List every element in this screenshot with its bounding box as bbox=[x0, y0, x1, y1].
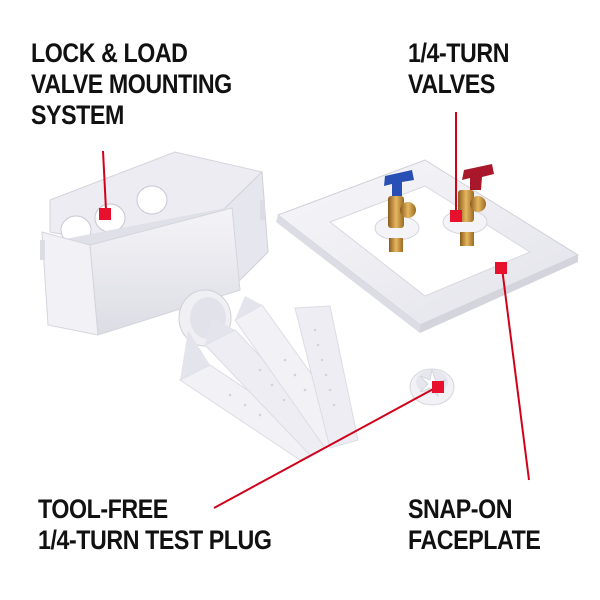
callout-test-plug bbox=[213, 381, 444, 509]
label-line: TOOL-FREE bbox=[38, 494, 168, 524]
callout-label-faceplate: SNAP-ON FACEPLATE bbox=[408, 494, 541, 556]
callout-valves bbox=[450, 112, 462, 222]
label-line: VALVES bbox=[408, 69, 495, 99]
callout-faceplate bbox=[495, 262, 530, 481]
marker-icon bbox=[450, 210, 462, 222]
callout-mounting-system bbox=[99, 150, 111, 220]
callout-label-test-plug: TOOL-FREE 1/4-TURN TEST PLUG bbox=[38, 494, 272, 556]
label-line: VALVE MOUNTING bbox=[31, 69, 232, 99]
cold-valve bbox=[374, 170, 420, 252]
callout-label-mounting-system: LOCK & LOAD VALVE MOUNTING SYSTEM bbox=[31, 38, 232, 131]
callout-label-valves: 1/4-TURN VALVES bbox=[408, 38, 509, 100]
outlet-box bbox=[40, 151, 269, 347]
label-line: FACEPLATE bbox=[408, 525, 541, 555]
label-line: 1/4-TURN TEST PLUG bbox=[38, 525, 272, 555]
label-line: SNAP-ON bbox=[408, 494, 513, 524]
label-line: LOCK & LOAD bbox=[31, 38, 188, 68]
marker-icon bbox=[432, 381, 444, 393]
label-line: 1/4-TURN bbox=[408, 38, 510, 68]
marker-icon bbox=[99, 208, 111, 220]
label-line: SYSTEM bbox=[31, 100, 124, 130]
mounting-brackets bbox=[179, 296, 359, 461]
marker-icon bbox=[495, 262, 507, 274]
